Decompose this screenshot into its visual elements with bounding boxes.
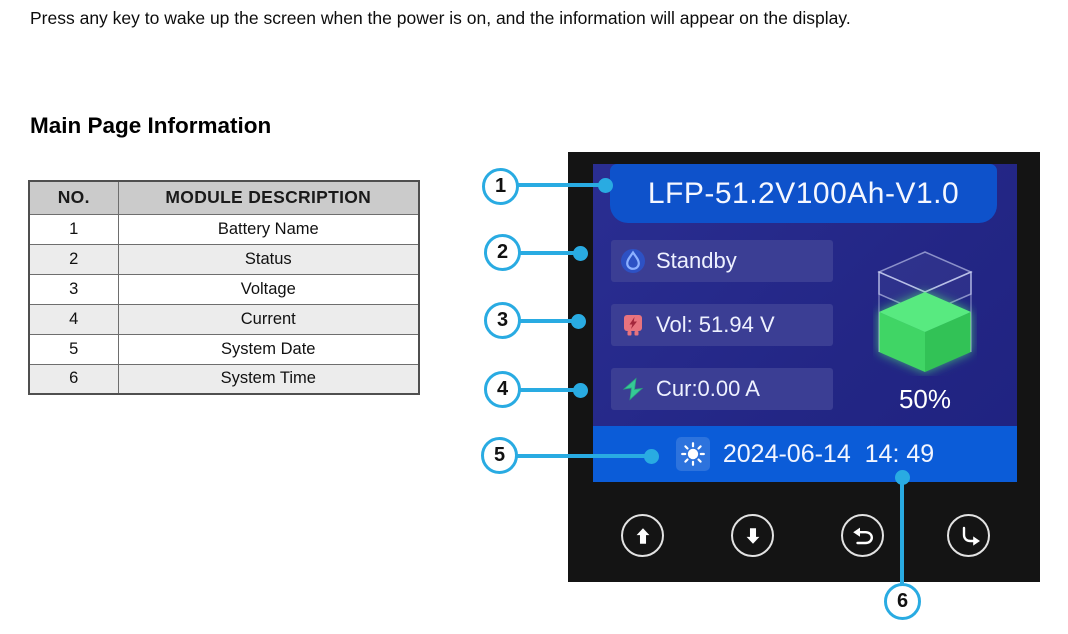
sun-icon — [675, 437, 710, 471]
battery-name-text: LFP-51.2V100Ah-V1.0 — [647, 176, 960, 210]
module-description-table: NO. MODULE DESCRIPTION 1 Battery Name 2 … — [28, 180, 420, 395]
callout-dot-1 — [598, 178, 613, 193]
battery-name-bar: LFP-51.2V100Ah-V1.0 — [610, 164, 997, 223]
back-arrow-icon — [852, 527, 873, 544]
status-text: Standby — [656, 248, 737, 273]
back-button — [841, 514, 884, 557]
up-arrow-icon — [636, 527, 649, 544]
down-button — [731, 514, 774, 557]
callout-line-3 — [519, 319, 579, 323]
callout-dot-2 — [573, 246, 588, 261]
battery-cube-icon — [877, 251, 973, 372]
callout-line-6 — [900, 476, 904, 586]
lightning-icon — [622, 377, 644, 401]
cell-no: 6 — [28, 363, 119, 395]
cell-desc: Status — [117, 243, 420, 275]
cell-no: 2 — [28, 243, 119, 275]
callout-2: 2 — [484, 234, 521, 271]
lcd-screen: LFP-51.2V100Ah-V1.0 Standby Vol: 51.94 V — [593, 164, 1017, 482]
callout-line-1 — [517, 183, 606, 187]
table-row: 1 Battery Name — [28, 213, 420, 245]
cell-no: 4 — [28, 303, 119, 335]
cell-desc: System Date — [117, 333, 420, 365]
cell-desc: System Time — [117, 363, 420, 395]
callout-6: 6 — [884, 583, 921, 620]
callout-dot-5 — [644, 449, 659, 464]
column-header-desc: MODULE DESCRIPTION — [117, 180, 420, 215]
current-row: Cur:0.00 A — [611, 368, 833, 410]
soc-percentage: 50% — [898, 384, 952, 414]
current-text: Cur:0.00 A — [656, 376, 760, 401]
callout-line-5 — [516, 454, 650, 458]
callout-dot-3 — [571, 314, 586, 329]
callout-3: 3 — [484, 302, 521, 339]
cell-no: 3 — [28, 273, 119, 305]
table-row: 2 Status — [28, 243, 420, 275]
callout-1: 1 — [482, 168, 519, 205]
cell-desc: Battery Name — [117, 213, 420, 245]
cell-desc: Voltage — [117, 273, 420, 305]
table-row: 5 System Date — [28, 333, 420, 365]
table-row: 3 Voltage — [28, 273, 420, 305]
table-header-row: NO. MODULE DESCRIPTION — [28, 180, 420, 215]
callout-dot-6 — [895, 470, 910, 485]
enter-button — [947, 514, 990, 557]
datetime-bar: 2024-06-14 14: 49 — [593, 426, 1017, 482]
column-header-no: NO. — [28, 180, 119, 215]
datetime-text: 2024-06-14 14: 49 — [722, 439, 935, 468]
table-row: 6 System Time — [28, 363, 420, 395]
water-drop-icon — [621, 249, 645, 273]
table-row: 4 Current — [28, 303, 420, 335]
down-arrow-icon — [746, 527, 759, 544]
callout-line-4 — [519, 388, 581, 392]
intro-paragraph: Press any key to wake up the screen when… — [30, 8, 851, 28]
cell-no: 1 — [28, 213, 119, 245]
enter-arrow-icon — [962, 526, 980, 546]
page-title: Main Page Information — [30, 113, 272, 138]
callout-dot-4 — [573, 383, 588, 398]
callout-4: 4 — [484, 371, 521, 408]
callout-5: 5 — [481, 437, 518, 474]
cell-desc: Current — [117, 303, 420, 335]
voltage-text: Vol: 51.94 V — [656, 312, 775, 337]
voltage-row: Vol: 51.94 V — [611, 304, 833, 346]
soc-indicator: 50% — [870, 248, 980, 415]
cell-no: 5 — [28, 333, 119, 365]
status-row: Standby — [611, 240, 833, 282]
up-button — [621, 514, 664, 557]
battery-display-device: LFP-51.2V100Ah-V1.0 Standby Vol: 51.94 V — [568, 152, 1040, 582]
callout-line-2 — [519, 251, 581, 255]
charger-plug-icon — [624, 315, 642, 336]
